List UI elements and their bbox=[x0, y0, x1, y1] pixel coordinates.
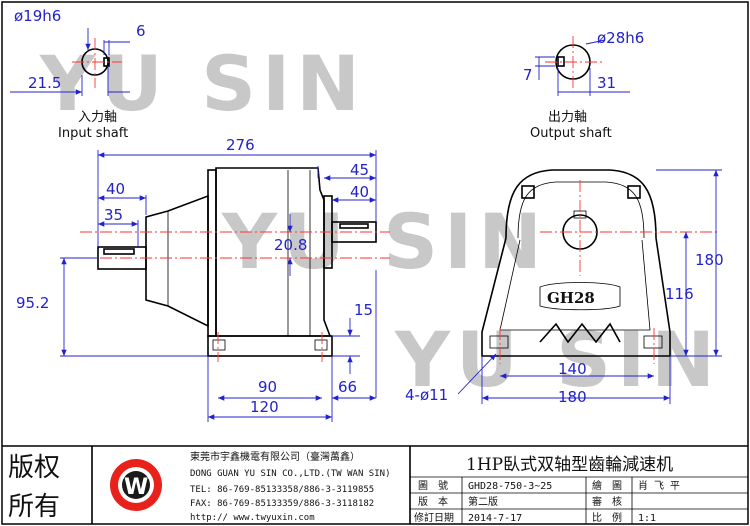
dim-output-key-length: 40 bbox=[350, 183, 369, 201]
dim-base-length: 120 bbox=[250, 398, 279, 416]
dim-input-height: 95.2 bbox=[16, 294, 49, 312]
dim-base-inner-width: 140 bbox=[558, 360, 587, 378]
logo-letter: W bbox=[124, 475, 148, 500]
row3-label2: 比 例 bbox=[592, 511, 622, 524]
row1-label: 圖 號 bbox=[418, 479, 448, 492]
input-diameter-label: ø19h6 bbox=[14, 7, 61, 25]
dim-input-shaft-length: 40 bbox=[106, 180, 125, 198]
dim-hole-spacing: 90 bbox=[258, 378, 277, 396]
company-tel: TEL: 86-769-85133358/886-3-3119855 bbox=[190, 485, 374, 495]
company-gear-logo: W bbox=[110, 459, 162, 511]
dim-input-key-length: 35 bbox=[104, 206, 123, 224]
input-key-label: 6 bbox=[136, 22, 146, 40]
company-name-en: DONG GUAN YU SIN CO.,LTD.(TW WAN SIN) bbox=[190, 469, 390, 479]
input-shaft-label-en: Input shaft bbox=[58, 126, 128, 141]
input-shaft-label-cn: 入力軸 bbox=[78, 110, 117, 125]
row2-value: 第二版 bbox=[468, 495, 498, 508]
side-view: 276 40 35 20.8 95.2 45 40 15 90 66 120 bbox=[16, 136, 390, 422]
output-diameter-label: ø28h6 bbox=[597, 29, 644, 47]
dim-base-width: 180 bbox=[558, 388, 587, 406]
output-shaft-label-en: Output shaft bbox=[530, 126, 612, 141]
copyright-line2: 所有 bbox=[8, 492, 60, 522]
dim-base-thickness: 15 bbox=[354, 301, 373, 319]
row3-label: 修訂日期 bbox=[414, 511, 454, 524]
row2-label2: 審 核 bbox=[592, 495, 622, 508]
input-shaft-section: ø19h6 6 21.5 入力軸 Input shaft bbox=[10, 7, 146, 141]
title-block: 版权 所有 W 東莞市宇鑫機電有限公司（臺灣萬鑫） DONG GUAN YU S… bbox=[2, 445, 748, 524]
row3-value: 2014-7-17 bbox=[468, 513, 522, 524]
dim-mounting-holes: 4-ø11 bbox=[405, 386, 448, 404]
row2-label: 版 本 bbox=[418, 495, 448, 508]
dim-total-height: 180 bbox=[695, 251, 724, 269]
company-name-cn: 東莞市宇鑫機電有限公司（臺灣萬鑫） bbox=[190, 450, 360, 463]
watermark-top: YU SIN bbox=[39, 39, 366, 128]
output-key-label: 7 bbox=[523, 66, 533, 84]
front-model-cast: GH28 bbox=[547, 289, 595, 307]
row3-value2: 1:1 bbox=[638, 513, 656, 524]
company-web: http:// www.twyuxin.com bbox=[190, 513, 315, 523]
output-shaft-label-cn: 出力軸 bbox=[548, 110, 587, 125]
dim-shaft-offset: 20.8 bbox=[274, 236, 307, 254]
product-title: 1HP臥式双轴型齒輪減速机 bbox=[466, 455, 673, 475]
row1-value: GHD28-750-3~25 bbox=[468, 481, 552, 492]
front-view: GH28 180 116 140 180 4-ø11 bbox=[405, 169, 724, 406]
row1-label2: 繪 圖 bbox=[592, 479, 622, 492]
output-shaft-section: ø28h6 7 31 出力軸 Output shaft bbox=[523, 29, 644, 141]
dim-output-offset: 66 bbox=[338, 378, 357, 396]
company-fax: FAX: 86-769-85133359/886-3-3118182 bbox=[190, 499, 374, 509]
watermark-middle: YU SIN bbox=[221, 197, 548, 286]
input-height-label: 21.5 bbox=[28, 74, 61, 92]
copyright-line1: 版权 bbox=[8, 453, 60, 483]
dim-output-shaft-length: 45 bbox=[350, 161, 369, 179]
dim-shaft-height: 116 bbox=[665, 285, 694, 303]
output-height-label: 31 bbox=[597, 74, 616, 92]
dim-overall-length: 276 bbox=[226, 136, 255, 154]
row1-value2: 肖 飞 平 bbox=[638, 479, 680, 492]
